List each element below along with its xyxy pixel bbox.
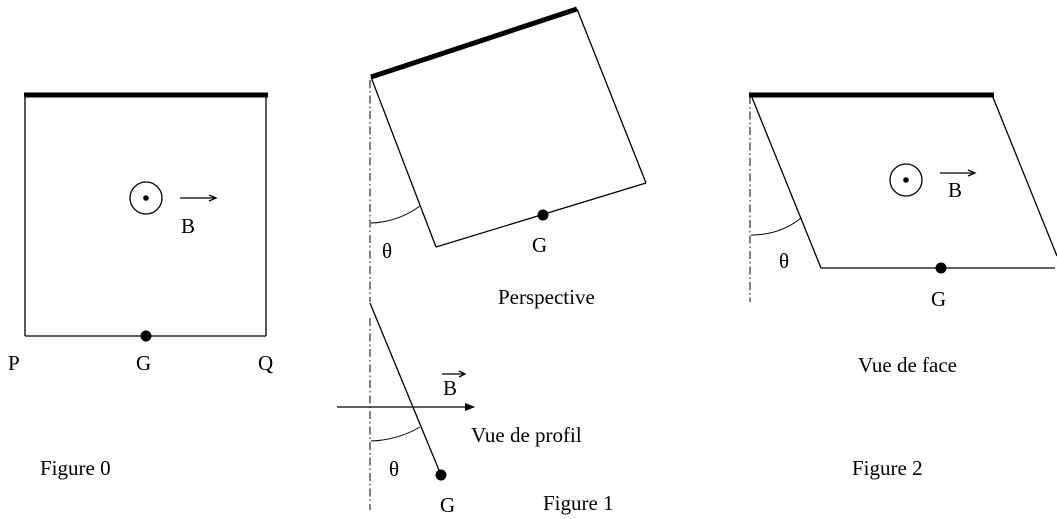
fig2-field-out-of-page-icon [889,163,923,197]
fig2-right-edge [991,94,1057,257]
fig0-label-g: G [136,351,151,375]
figure-2: B θ G Vue de face Figure 2 [749,92,1057,480]
fig1-profile-label-g: G [440,493,455,517]
fig2-theta-arc [750,217,802,236]
fig1-profile-field-label: B [443,376,457,400]
fig1-persp-theta-arc [370,205,421,224]
figure-1-perspective: θ G Perspective [369,6,647,309]
fig0-field-label: B [181,214,195,238]
fig1-profile-vector-tip [458,370,467,378]
fig0-caption: Figure 0 [40,456,111,480]
figure-1-profile: B θ G Vue de profil Figure 1 [337,302,614,517]
fig1-persp-label-g: G [532,233,547,257]
fig0-center-of-mass-dot [140,330,152,342]
fig1-profile-center-of-mass-dot [435,469,447,481]
fig2-left-edge [750,94,822,269]
fig2-label-g: G [931,287,946,311]
fig1-profile-plate-edge [369,302,442,476]
fig1-profile-theta-arc [370,426,421,442]
fig0-label-q: Q [258,351,273,375]
fig2-caption: Figure 2 [852,456,923,480]
figure-0: B P G Q Figure 0 [8,92,273,480]
fig2-center-of-mass-dot [935,262,947,274]
fig1-persp-title: Perspective [498,285,595,309]
fig2-vector-tip [967,169,977,177]
fig1-persp-center-of-mass-dot [537,209,549,221]
fig1-caption: Figure 1 [543,491,614,515]
fig1-persp-theta: θ [382,239,392,263]
fig2-theta: θ [779,249,789,273]
fig1-profile-theta: θ [389,457,399,481]
fig2-field-label: B [948,178,962,202]
fig0-field-arrow-tip [208,194,218,202]
fig0-field-out-of-page-icon [129,181,163,215]
fig1-persp-left-edge [370,76,437,248]
fig1-persp-right-edge [576,8,647,184]
fig1-persp-support-bar [370,6,578,80]
fig1-profile-title: Vue de profil [471,423,582,447]
fig2-title: Vue de face [858,353,957,377]
fig0-label-p: P [8,351,20,375]
